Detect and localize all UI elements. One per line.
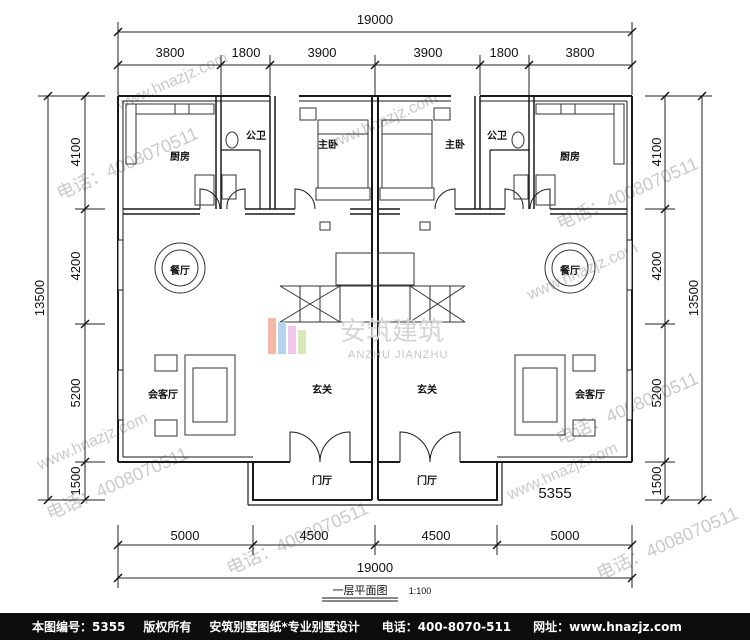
room-dining-right: 餐厅 xyxy=(559,264,580,277)
dim-bottom-total: 19000 xyxy=(357,560,393,575)
dim-top-seg: 3800 xyxy=(156,45,185,60)
furniture xyxy=(125,103,625,437)
dim-top-seg: 3900 xyxy=(414,45,443,60)
footer-copyright: 版权所有 xyxy=(143,620,192,634)
dimension-lines xyxy=(38,22,712,588)
dim-bottom-seg: 5000 xyxy=(171,528,200,543)
logo: 安筑建筑 ANZHU JIANZHU xyxy=(268,317,448,361)
footer-phone: 电话：400-8070-511 xyxy=(381,620,512,634)
dim-left-seg: 5200 xyxy=(68,379,83,408)
dim-top-seg: 3800 xyxy=(566,45,595,60)
room-master-right: 主卧 xyxy=(445,138,465,151)
room-labels: 厨房 厨房 公卫 公卫 主卧 主卧 餐厅 餐厅 会客厅 会客厅 玄关 玄关 门厅… xyxy=(148,130,605,487)
dim-top-seg: 1800 xyxy=(490,45,519,60)
walls xyxy=(117,95,633,506)
footer-bar: 本图编号：5355 版权所有 安筑别墅图纸*专业别墅设计 电话：400-8070… xyxy=(0,613,750,640)
dim-bottom-seg: 4500 xyxy=(422,528,451,543)
windows xyxy=(117,239,633,421)
dim-top-total: 19000 xyxy=(357,12,393,27)
footer-plan-no: 本图编号：5355 xyxy=(32,620,126,634)
doors xyxy=(199,188,551,463)
dim-right-seg: 4100 xyxy=(649,138,664,167)
room-kitchen-left: 厨房 xyxy=(170,150,190,163)
plan-title: 一层平面图 xyxy=(333,584,388,597)
dim-left-total: 13500 xyxy=(32,280,47,316)
dimension-labels: 19000 3800 1800 3900 3900 1800 3800 5000… xyxy=(32,12,701,575)
room-living-left: 会客厅 xyxy=(148,388,178,401)
room-foyer-right: 玄关 xyxy=(417,383,437,396)
dim-left-seg: 4200 xyxy=(68,252,83,281)
dim-right-total: 13500 xyxy=(686,280,701,316)
dim-bottom-seg: 5000 xyxy=(551,528,580,543)
watermark-site: www.hnazjz.com xyxy=(34,410,151,474)
dim-top-seg: 1800 xyxy=(232,45,261,60)
floor-plan-drawing: www.hnazjz.com 电话：4008070511 www.hnazjz.… xyxy=(32,12,741,602)
room-foyer-left: 玄关 xyxy=(312,383,332,396)
room-kitchen-right: 厨房 xyxy=(560,150,580,163)
footer-website: 网址：www.hnazjz.com xyxy=(533,620,682,634)
staircase xyxy=(279,252,466,323)
room-living-right: 会客厅 xyxy=(575,388,605,401)
dim-right-seg: 1500 xyxy=(649,467,664,496)
logo-cn: 安筑建筑 xyxy=(340,317,444,347)
watermark-phone: 电话：4008070511 xyxy=(593,503,741,583)
plan-number: 5355 xyxy=(538,485,571,502)
plan-title-block: 一层平面图 1:100 xyxy=(322,584,432,602)
room-bath-left: 公卫 xyxy=(246,130,266,142)
room-master-left: 主卧 xyxy=(318,138,338,151)
dimension-ticks xyxy=(43,27,707,583)
dim-left-seg: 1500 xyxy=(68,467,83,496)
room-bath-right: 公卫 xyxy=(487,130,507,142)
dim-right-seg: 4200 xyxy=(649,252,664,281)
room-vestibule-right: 门厅 xyxy=(417,474,437,487)
dim-bottom-seg: 4500 xyxy=(300,528,329,543)
watermark-phone: 电话：4008070511 xyxy=(223,498,371,578)
dim-top-seg: 3900 xyxy=(308,45,337,60)
plan-scale: 1:100 xyxy=(409,586,432,596)
logo-en: ANZHU JIANZHU xyxy=(348,349,448,361)
room-vestibule-left: 门厅 xyxy=(312,474,332,487)
room-dining-left: 餐厅 xyxy=(169,264,190,277)
watermark-site: www.hnazjz.com xyxy=(524,240,641,304)
footer-company: 安筑别墅图纸*专业别墅设计 xyxy=(209,620,360,634)
dim-left-seg: 4100 xyxy=(68,138,83,167)
dim-right-seg: 5200 xyxy=(649,379,664,408)
